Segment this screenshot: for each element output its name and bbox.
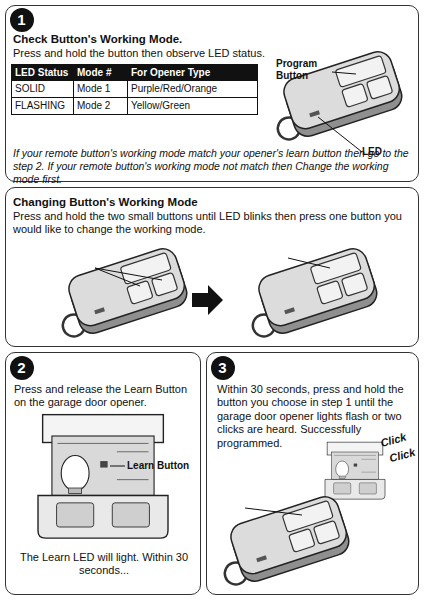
leader-line [95,268,162,280]
step-number: 2 [10,356,34,380]
step-number-text: 1 [17,12,25,27]
leader-line [95,268,140,286]
table-cell: Yellow/Green [127,97,258,115]
part-label: LED [362,146,402,158]
part-label: Learn Button [127,460,197,472]
step-number-text: 3 [218,360,226,375]
table-cell: SOLID [11,80,74,98]
leader-line [288,258,330,268]
leader-line [332,72,356,74]
table-cell: Purple/Red/Orange [127,80,258,98]
panel-text: Press and hold the two small buttons unt… [13,210,413,237]
panel-heading: Check Button's Working Mode. [13,32,313,46]
table-cell: FLASHING [11,97,74,115]
table-header: For Opener Type [127,64,258,81]
opener-drawing [325,442,385,499]
table-header: LED Status [11,64,74,81]
panel-text: Press and hold the button then observe L… [13,47,273,60]
opener-drawing [38,415,168,538]
panel-heading: Changing Button's Working Mode [13,195,413,209]
leader-line [110,466,125,467]
leader-line [318,117,362,152]
remote-drawing [49,245,190,342]
part-label: Program Button [276,58,334,81]
step-number: 3 [211,356,235,380]
remote-drawing [239,245,380,342]
leader-line [245,508,302,515]
step-number: 1 [10,8,34,32]
step-arrow [192,285,223,315]
table-cell: Mode 1 [73,80,128,98]
panel-caption: The Learn LED will light. Within 30 seco… [18,551,190,578]
remote-drawing [211,493,352,590]
table-header: Mode # [73,64,128,81]
sound-label: Click [388,444,424,465]
panel-text: Press and release the Learn Button on th… [14,383,194,410]
table-cell: Mode 2 [73,97,128,115]
step-number-text: 2 [17,360,25,375]
panel-note: If your remote button's working mode mat… [13,147,413,185]
